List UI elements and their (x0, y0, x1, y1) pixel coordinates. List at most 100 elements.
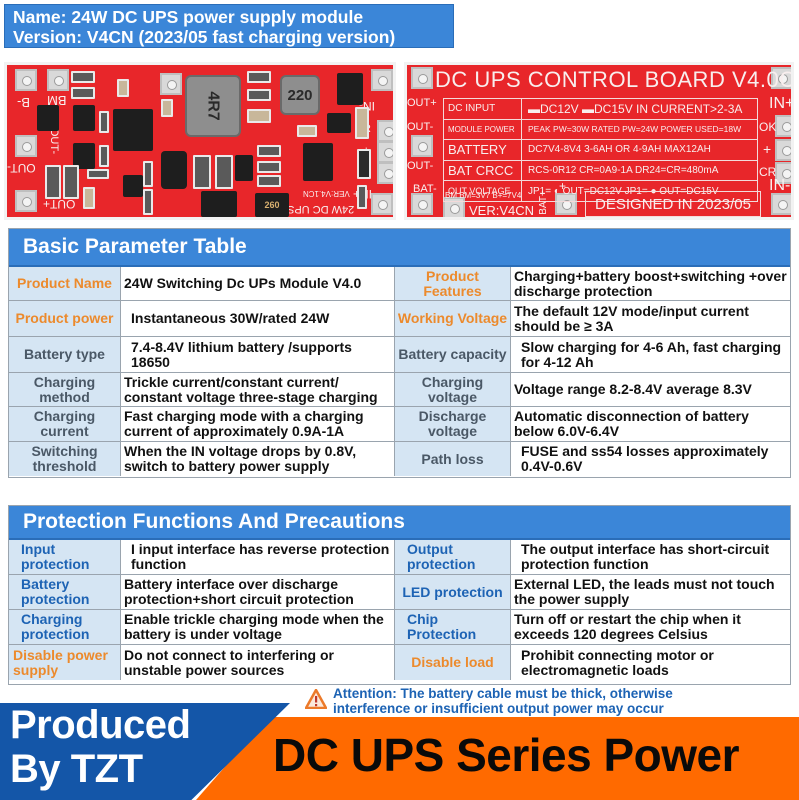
fuse-chip-mark: 260 (264, 200, 280, 210)
mosfet-small (357, 149, 371, 179)
diode-ss54 (161, 151, 187, 189)
pin-bat-minus: BAT- (413, 183, 437, 195)
capacitor (45, 165, 61, 199)
board-version: VER:V4CN (469, 203, 535, 218)
pad (771, 67, 791, 89)
pad (775, 139, 791, 161)
label-chip-protection: Chip Protection (395, 610, 511, 644)
resistor (247, 89, 271, 101)
table-row: Charging method Trickle current/constant… (9, 373, 790, 407)
value-charging-protection: Enable trickle charging mode when the ba… (121, 610, 395, 644)
value-led-protection: External LED, the leads must not touch t… (514, 576, 775, 607)
label-disable-power-supply: Disable power supply (9, 645, 121, 680)
pcb-component-side-image: B- BM OUT- OUT- OUT+ IN- R + G IN+ 24W D… (4, 62, 396, 220)
resistor (87, 169, 109, 179)
pad-in-plus (371, 193, 393, 215)
label-working-voltage: Working Voltage (395, 301, 511, 336)
capacitor-light (297, 125, 317, 137)
pin-plus: + (763, 141, 772, 157)
pad-g (377, 162, 393, 184)
capacitor-light (247, 109, 271, 123)
value-product-features: Charging+battery boost+switching +over d… (514, 267, 787, 299)
value-input-protection: I input interface has reverse protection… (121, 540, 395, 574)
value-switching-threshold: When the IN voltage drops by 0.8V, switc… (121, 442, 395, 476)
pad-out-minus (15, 135, 37, 157)
silk-version: VER:V4.1CN (303, 189, 350, 198)
pad (443, 197, 465, 217)
basic-table-grid: Product Name 24W Switching Dc UPs Module… (9, 267, 790, 476)
ic-left-1 (37, 105, 59, 131)
pin-out-plus: OUT+ (407, 97, 437, 109)
pin-out-minus-2: OUT- (407, 160, 434, 172)
table-row: Product power Instantaneous 30W/rated 24… (9, 301, 790, 337)
label-charging-voltage: Charging voltage (395, 373, 511, 406)
attention-note: Attention: The battery cable must be thi… (304, 686, 673, 716)
designed-date: DESIGNED IN 2023/05 (595, 195, 751, 213)
pad-top (160, 73, 182, 95)
pin-in-plus: IN+ (769, 95, 794, 112)
value-battery-capacity: Slow charging for 4-6 Ah, fast charging … (521, 338, 782, 370)
pad (555, 193, 577, 215)
pad (411, 135, 433, 157)
pin-cr: CR (759, 165, 777, 179)
capacitor (193, 155, 211, 189)
capacitor-light (83, 187, 95, 209)
board-spec-value: DC7V4-8V4 3-6AH OR 4-9AH MAX12AH (528, 144, 711, 156)
pad-bm (47, 69, 69, 91)
table-row: Battery type 7.4-8.4V lithium battery /s… (9, 337, 790, 373)
board-spec-label: BATTERY (444, 140, 522, 160)
silk-out-plus: OUT+ (43, 197, 76, 211)
label-input-protection: Input protection (9, 540, 121, 574)
product-name: Name: 24W DC UPS power supply module (13, 7, 364, 27)
product-version: Version: V4CN (2023/05 fast charging ver… (13, 27, 396, 47)
label-charging-protection: Charging protection (9, 610, 121, 644)
resistor (247, 71, 271, 83)
label-disable-load: Disable load (395, 645, 511, 680)
pin-out-minus: OUT- (407, 121, 434, 133)
capacitor-light (161, 99, 173, 117)
label-path-loss: Path loss (395, 442, 511, 476)
value-path-loss: FUSE and ss54 losses approximately 0.4V-… (521, 443, 769, 474)
value-charging-current: Fast charging mode with a charging curre… (121, 407, 395, 441)
attention-line-2: interference or insufficient output powe… (333, 701, 664, 716)
ic-left-3 (73, 143, 95, 169)
producer-line-2: By TZT (10, 747, 143, 791)
board-spec-table: DC INPUT ▬DC12V ▬DC15V IN CURRENT>2-3A M… (443, 98, 758, 202)
resistor (71, 87, 95, 99)
resistor (99, 111, 109, 133)
ic-sop8-right (303, 143, 333, 181)
label-led-protection: LED protection (395, 575, 511, 609)
board-spec-label: OUT VOLTAGE (444, 181, 522, 202)
inductor-4r7: 4R7 (185, 75, 241, 137)
label-battery-capacity: Battery capacity (395, 337, 511, 372)
pad-r (377, 120, 393, 142)
series-banner-background (196, 717, 799, 800)
resistor (143, 189, 153, 215)
label-charging-method: Charging method (9, 373, 121, 406)
capacitor (215, 155, 233, 189)
label-output-protection: Output protection (395, 540, 511, 574)
bat-plus-sign: + (559, 179, 567, 193)
label-switching-threshold: Switching threshold (9, 442, 121, 476)
transistor-bottom (123, 175, 143, 197)
transistor-right (327, 113, 351, 133)
pad (775, 162, 791, 184)
silk-out-minus: OUT- (48, 127, 61, 155)
board-spec-row: DC INPUT ▬DC12V ▬DC15V IN CURRENT>2-3A (444, 99, 757, 120)
attention-text: Attention: The battery cable must be thi… (333, 686, 673, 716)
pin-bat-plus: BAT+ (537, 190, 549, 215)
capacitor-light (117, 79, 129, 97)
board-spec-value: PEAK PW=30W RATED PW=24W POWER USED=18W (528, 124, 742, 135)
pad (771, 193, 791, 215)
pin-in-minus: IN- (769, 177, 791, 194)
pad-out-plus (15, 190, 37, 212)
producer-label: Produced By TZT (10, 703, 191, 791)
label-battery-protection: Battery protection (9, 575, 121, 609)
producer-line-1: Produced (10, 703, 191, 747)
label-product-features: Product Features (395, 267, 511, 300)
table-row: Product Name 24W Switching Dc UPs Module… (9, 267, 790, 301)
silk-b-minus: B- (17, 95, 30, 110)
value-product-name: 24W Switching Dc UPs Module V4.0 (121, 267, 395, 300)
series-title: DC UPS Series Power (273, 729, 740, 781)
attention-line-1: Attention: The battery cable must be thi… (333, 686, 673, 701)
